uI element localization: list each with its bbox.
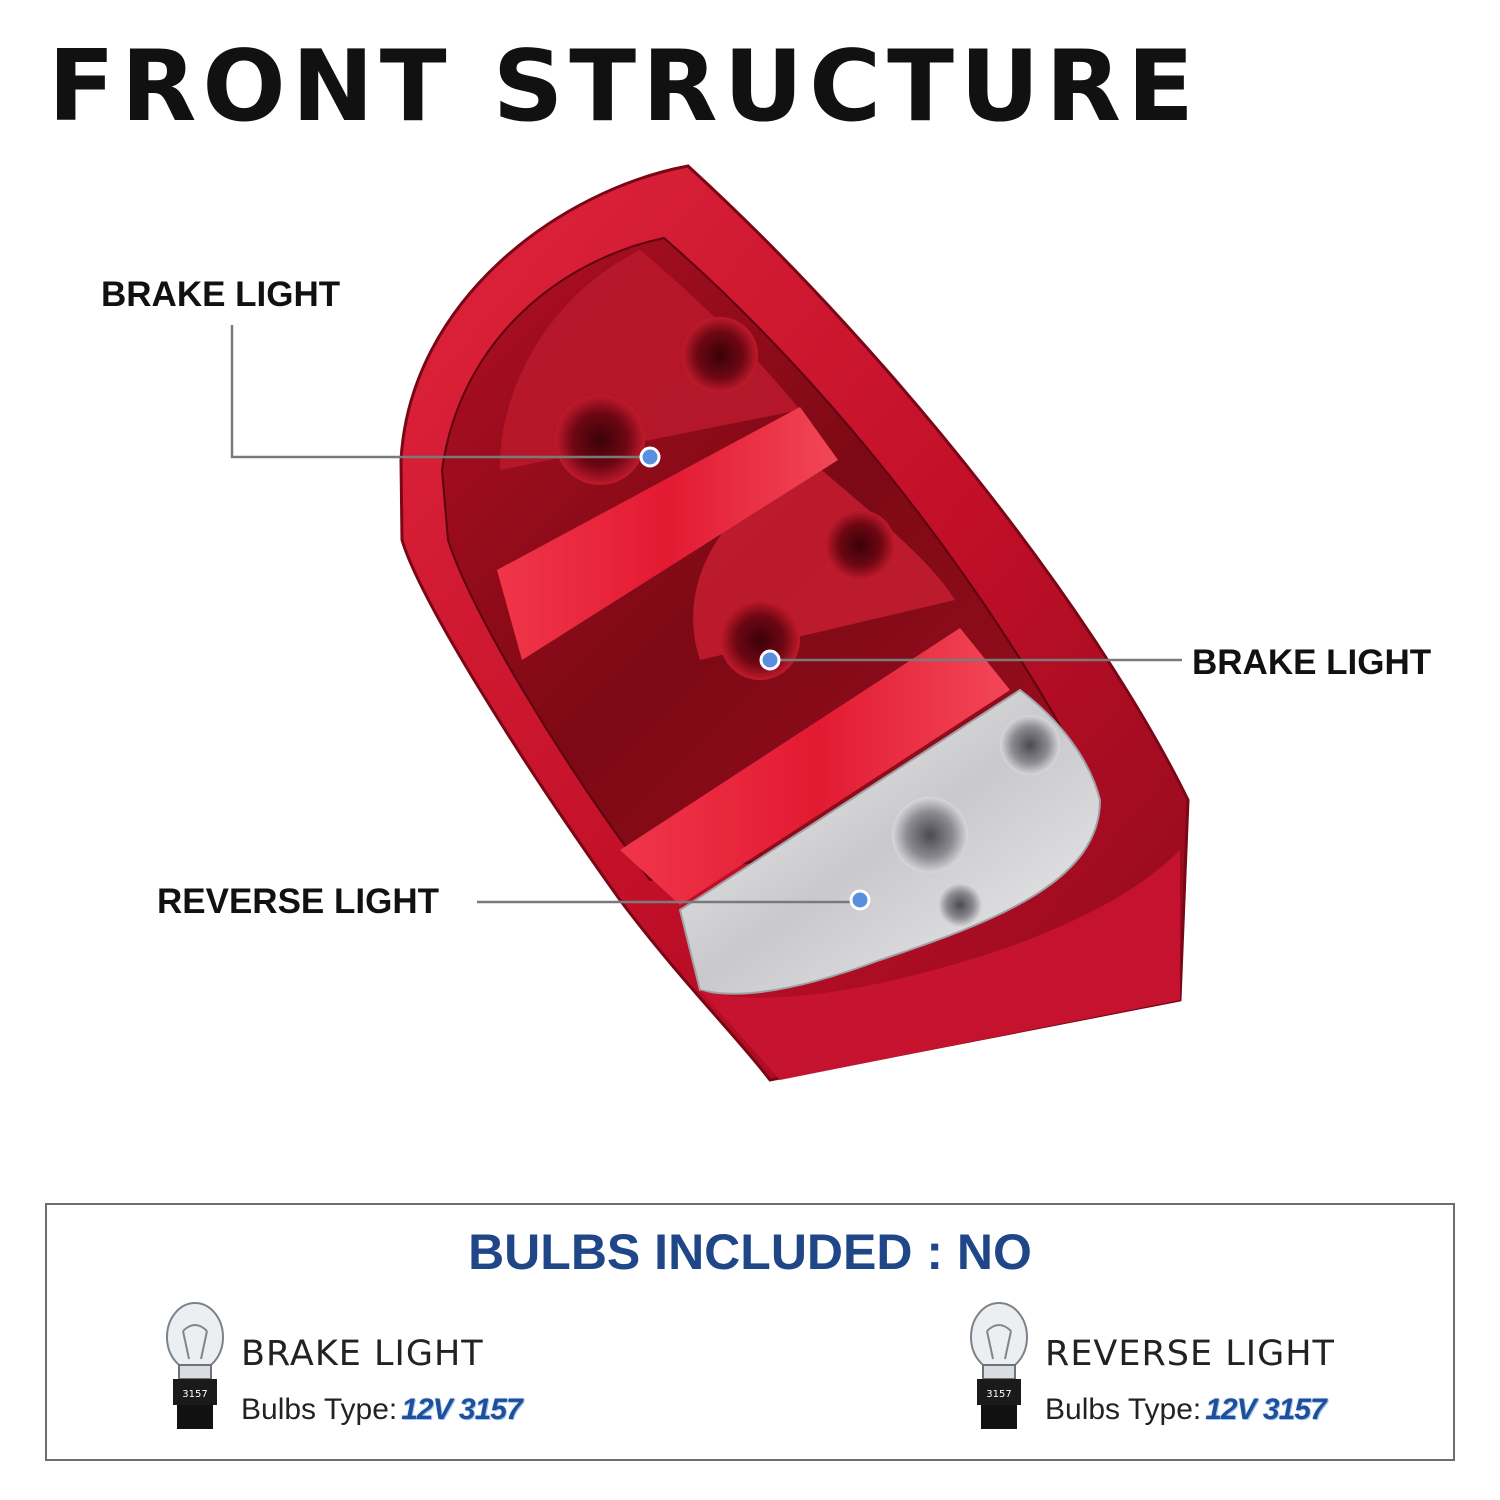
marker-reverse — [849, 889, 871, 911]
bulb-name: REVERSE LIGHT — [1045, 1334, 1335, 1374]
bulbs-info-box: BULBS INCLUDED : NO 3157 BRAKE LIGHT Bul… — [45, 1203, 1455, 1461]
upper-reflector-bar — [497, 407, 838, 660]
reverse-bulb-socket-a — [892, 797, 968, 873]
leader-line-top-brake — [230, 325, 650, 459]
bulb-item-brake: 3157 BRAKE LIGHT Bulbs Type:12V 3157 — [163, 1301, 683, 1441]
middle-bulb-socket-a — [720, 600, 800, 680]
bulb-type-line: Bulbs Type:12V 3157 — [241, 1393, 523, 1426]
bulb-icon: 3157 — [166, 1302, 224, 1429]
callout-reverse-light: REVERSE LIGHT — [157, 882, 439, 921]
socket-label: 3157 — [986, 1389, 1011, 1400]
middle-bulb-socket-b — [825, 510, 895, 580]
socket-label: 3157 — [182, 1389, 207, 1400]
marker-middle-brake — [759, 649, 781, 671]
upper-bulb-socket-b — [682, 317, 758, 393]
bulb-type-label: Bulbs Type: — [241, 1393, 398, 1426]
bulb-icon: 3157 — [970, 1302, 1028, 1429]
reverse-bulb-socket-c — [938, 883, 982, 927]
bulb-type-value: 12V 3157 — [401, 1393, 522, 1426]
bulb-item-reverse: 3157 REVERSE LIGHT Bulbs Type:12V 3157 — [967, 1301, 1487, 1441]
bulb-type-label: Bulbs Type: — [1045, 1393, 1202, 1426]
lower-reflector-bar — [620, 628, 1010, 905]
bulb-type-line: Bulbs Type:12V 3157 — [1045, 1393, 1327, 1426]
bulbs-included-heading: BULBS INCLUDED : NO — [468, 1224, 1032, 1280]
callout-top-brake-light: BRAKE LIGHT — [101, 275, 341, 314]
bulb-name: BRAKE LIGHT — [241, 1334, 484, 1374]
bottom-trim — [700, 850, 1180, 1080]
marker-top-brake — [639, 446, 661, 468]
callout-middle-brake-light: BRAKE LIGHT — [1192, 643, 1432, 682]
reverse-lens — [678, 688, 1102, 995]
upper-bulb-socket-a — [555, 395, 645, 485]
page-title: FRONT STRUCTURE — [48, 30, 1200, 144]
reverse-bulb-socket-b — [1000, 715, 1060, 775]
bulb-type-value: 12V 3157 — [1205, 1393, 1326, 1426]
